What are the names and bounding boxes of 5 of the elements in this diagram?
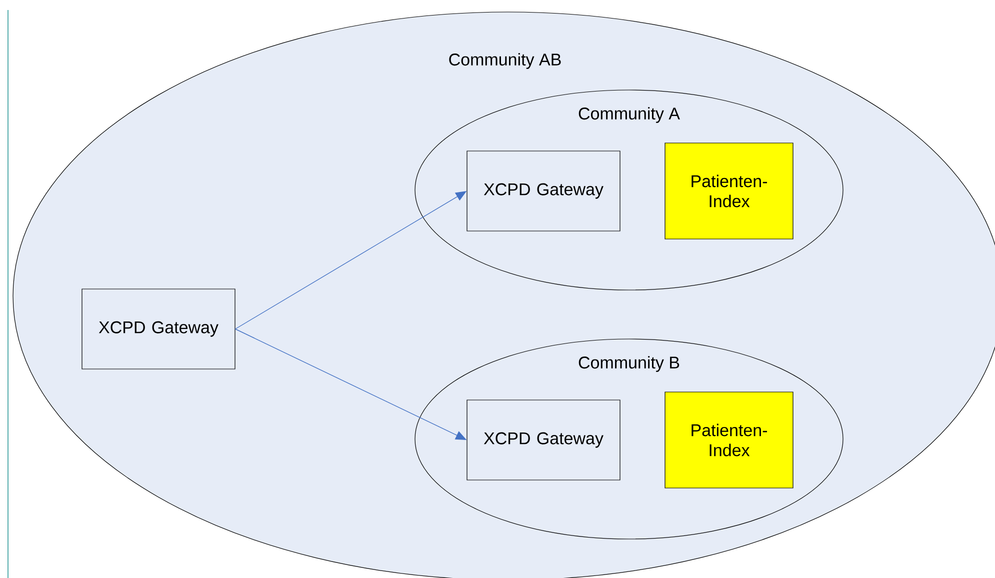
gateway-box: XCPD Gateway bbox=[82, 288, 236, 370]
gateway-box: XCPD Gateway bbox=[466, 400, 620, 480]
gateway-box: XCPD Gateway bbox=[466, 150, 620, 232]
index-box: Patienten- Index bbox=[664, 142, 794, 240]
index-box: Patienten- Index bbox=[664, 392, 794, 488]
